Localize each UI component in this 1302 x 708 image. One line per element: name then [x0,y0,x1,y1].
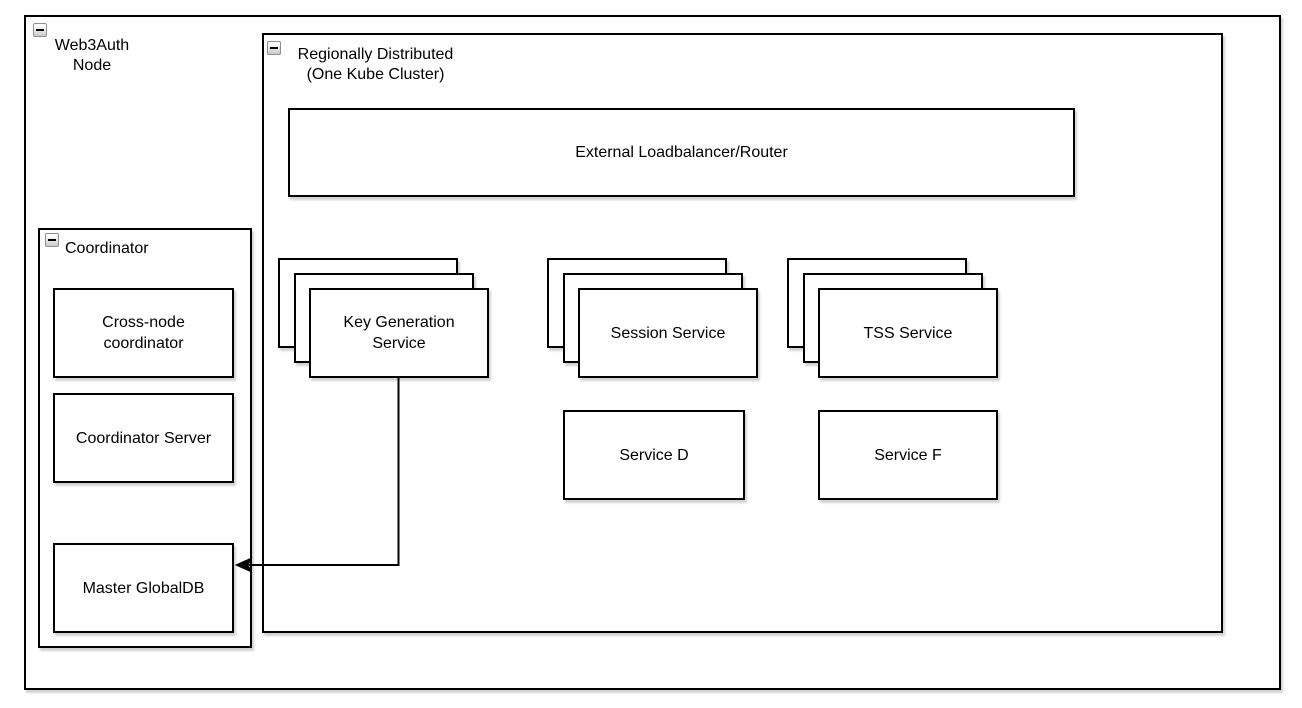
node-session-service[interactable]: Session Service [578,288,758,378]
group-coordinator[interactable]: Coordinator Cross-node coordinator Coord… [38,228,252,648]
node-session-service-stack[interactable]: Session Service [547,258,758,378]
minus-icon [270,47,278,49]
group-web3auth-node[interactable]: Web3Auth Node Regionally Distributed (On… [24,15,1281,690]
node-label: Session Service [610,324,726,342]
node-coordinator-server[interactable]: Coordinator Server [53,393,234,483]
node-label: TSS Service [863,324,953,342]
regionally-distributed-label: Regionally Distributed (One Kube Cluster… [297,46,454,83]
node-label: Master GlobalDB [82,579,205,597]
collapse-toggle-coordinator[interactable] [45,233,59,247]
node-label: Service D [619,446,689,464]
group-regionally-distributed[interactable]: Regionally Distributed (One Kube Cluster… [262,33,1223,633]
node-label: Cross-node coordinator [102,314,185,352]
coordinator-label: Coordinator [65,240,149,257]
collapse-toggle-regionally-distributed[interactable] [267,41,281,55]
node-tss-service[interactable]: TSS Service [818,288,998,378]
node-external-loadbalancer[interactable]: External Loadbalancer/Router [288,108,1075,197]
node-tss-service-stack[interactable]: TSS Service [787,258,998,378]
minus-icon [36,29,44,31]
collapse-toggle-web3auth-node[interactable] [33,23,47,37]
node-key-generation-service[interactable]: Key Generation Service [309,288,489,378]
node-label: External Loadbalancer/Router [575,144,788,161]
node-service-d[interactable]: Service D [563,410,745,500]
node-cross-node-coordinator[interactable]: Cross-node coordinator [53,288,234,378]
node-label: Service F [874,446,942,464]
node-key-generation-service-stack[interactable]: Key Generation Service [278,258,489,378]
web3auth-node-label: Web3Auth Node [54,37,130,74]
node-master-globaldb[interactable]: Master GlobalDB [53,543,234,633]
node-service-f[interactable]: Service F [818,410,998,500]
minus-icon [48,239,56,241]
node-label: Key Generation Service [343,314,455,352]
node-label: Coordinator Server [75,429,212,447]
